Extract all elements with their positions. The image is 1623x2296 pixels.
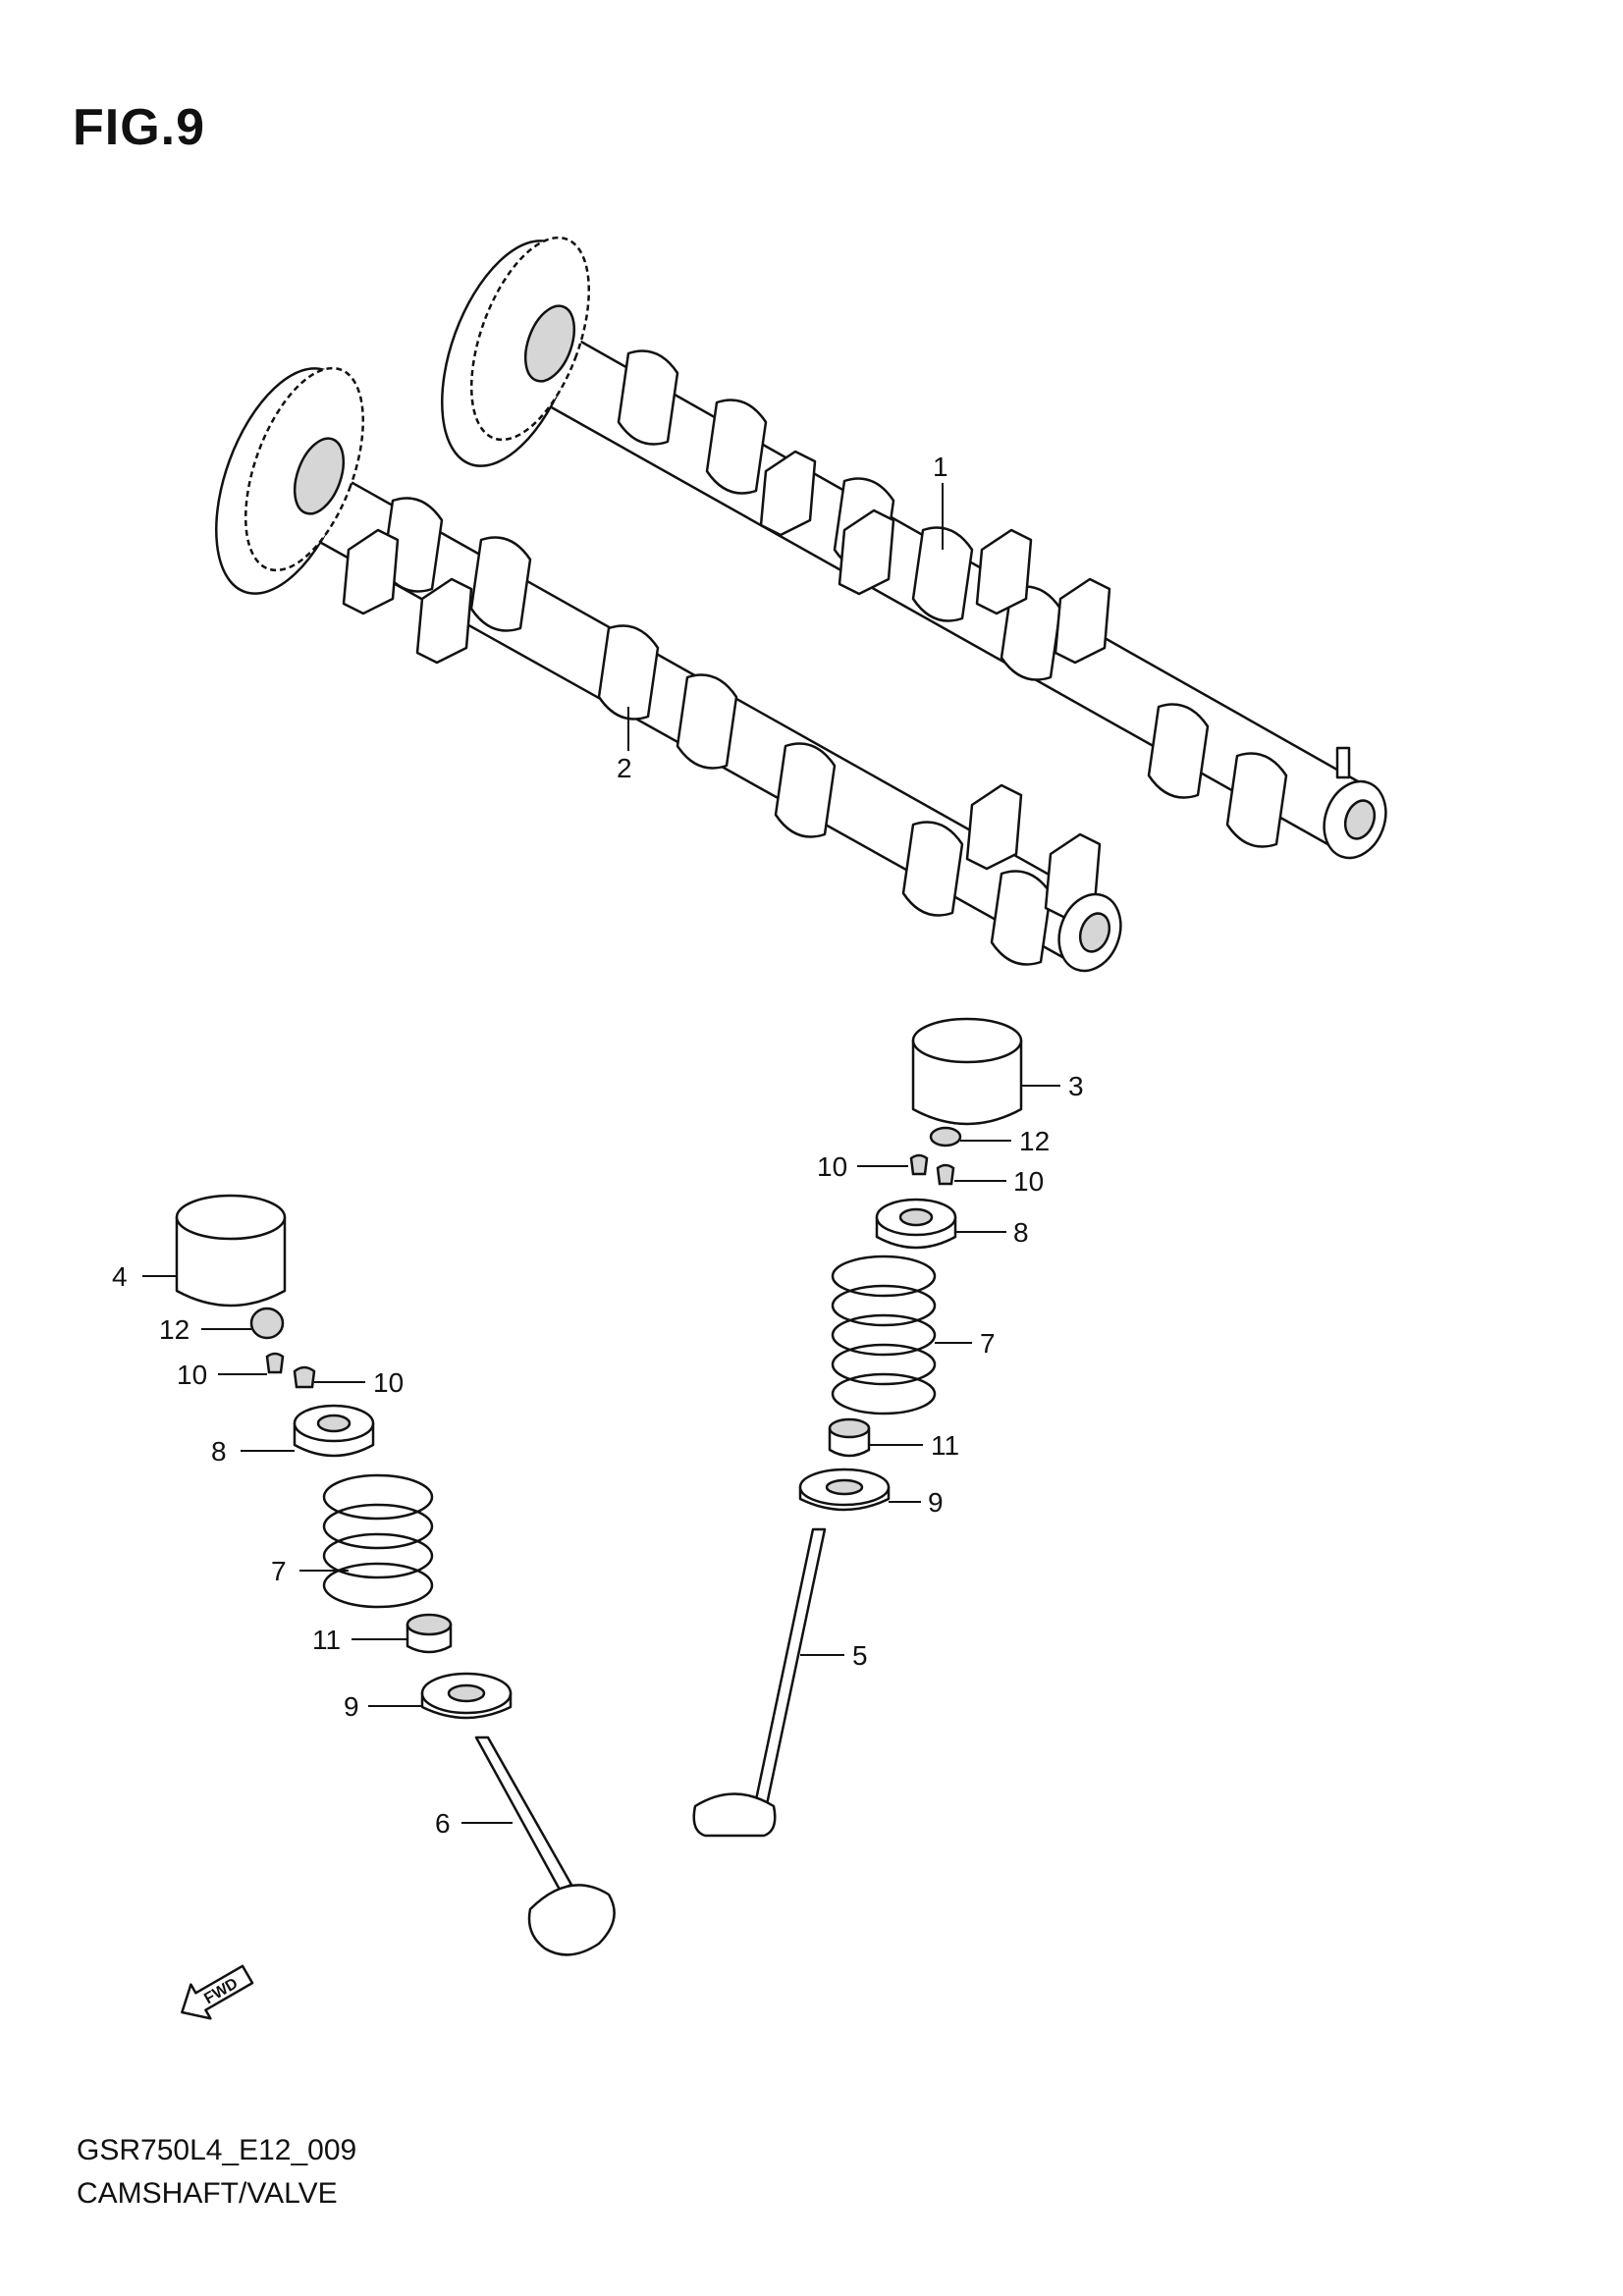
camshaft-2 [215, 366, 1122, 973]
spring-left [322, 1473, 434, 1609]
callout-6: 6 [435, 1808, 451, 1839]
callout-9-left: 9 [344, 1691, 359, 1722]
cotter-right-a [909, 1153, 929, 1176]
cotter-right-b [936, 1163, 955, 1186]
tappet-right [911, 1017, 1023, 1126]
callout-11-left: 11 [312, 1625, 341, 1655]
callout-2: 2 [617, 753, 632, 783]
callout-8-right: 8 [1013, 1217, 1029, 1248]
callout-10-right-b: 10 [1013, 1166, 1044, 1197]
figure-caption: CAMSHAFT/VALVE [77, 2177, 338, 2210]
callout-12-right: 12 [1019, 1126, 1050, 1156]
shim-right [929, 1126, 962, 1148]
callout-10-left-a: 10 [177, 1360, 207, 1390]
seal-right [828, 1417, 871, 1458]
figure-code: GSR750L4_E12_009 [77, 2134, 357, 2166]
seal-left [406, 1613, 453, 1654]
camshaft-1 [441, 236, 1387, 860]
shim-left [249, 1307, 285, 1340]
spring-right [831, 1255, 937, 1415]
callout-7-right: 7 [980, 1328, 996, 1359]
callout-3: 3 [1068, 1071, 1084, 1101]
left-valve-assembly [175, 1194, 616, 1956]
figure-title: FIG.9 [73, 99, 206, 156]
valve-right [692, 1527, 827, 1838]
fwd-arrow: FWD [181, 1964, 254, 2020]
valve-left [474, 1735, 616, 1956]
callout-4: 4 [112, 1261, 128, 1292]
cotter-left-b [293, 1365, 316, 1389]
callout-9-right: 9 [928, 1487, 944, 1518]
callout-7-left: 7 [271, 1556, 287, 1586]
callout-8-left: 8 [211, 1436, 227, 1467]
callout-11-right: 11 [931, 1430, 959, 1461]
seat-left [420, 1672, 513, 1720]
callout-10-left-b: 10 [373, 1367, 404, 1398]
seat-right [798, 1468, 891, 1512]
tappet-left [175, 1194, 287, 1308]
retainer-right [875, 1198, 957, 1250]
callout-5: 5 [852, 1640, 868, 1671]
right-valve-assembly [692, 1017, 1023, 1838]
retainer-left [293, 1404, 375, 1458]
callout-1: 1 [933, 452, 948, 482]
callout-12-left: 12 [159, 1314, 189, 1345]
callouts: 1 2 3 12 10 10 8 7 11 [112, 452, 1084, 1839]
cotter-left-a [265, 1352, 285, 1374]
callout-10-right-a: 10 [817, 1151, 847, 1182]
